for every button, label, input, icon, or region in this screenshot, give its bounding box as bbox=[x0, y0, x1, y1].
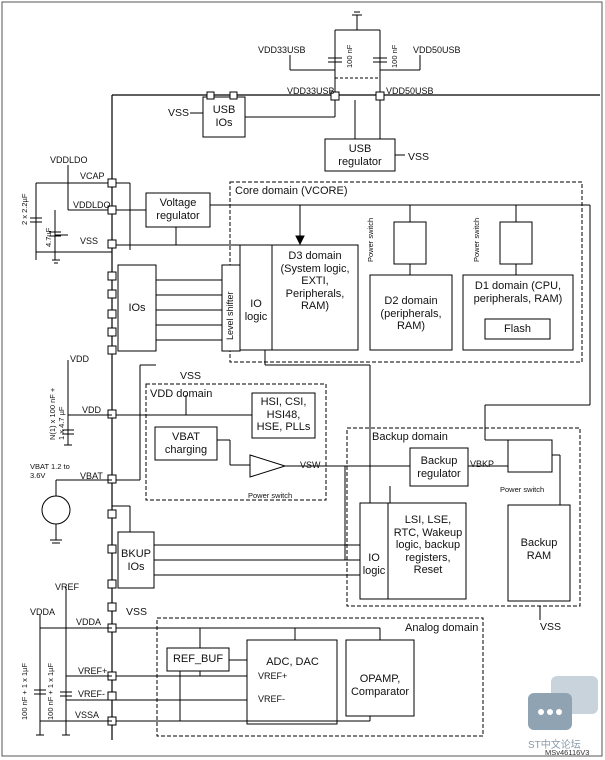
level-shifter-label: Level shifter bbox=[225, 291, 235, 340]
vdd-caps-label: N(1) x 100 nF + 1 x 4.7 µF bbox=[48, 387, 66, 440]
vbat-pin-label: VBAT bbox=[80, 471, 103, 481]
opamp-block: OPAMP, Comparator bbox=[350, 673, 410, 698]
vddldo-top-label: VDDLDO bbox=[50, 155, 88, 165]
vss-bkup-label: VSS bbox=[126, 606, 148, 618]
backup-domain-title: Backup domain bbox=[372, 431, 448, 443]
ios-block: IOs bbox=[128, 302, 146, 314]
vdda-pin-label: VDDA bbox=[76, 617, 102, 627]
cap-right-label: 100 nF bbox=[390, 44, 399, 68]
vss-backup-label: VSS bbox=[540, 621, 562, 633]
d1-domain-block: D1 domain (CPU, peripherals, RAM) bbox=[473, 280, 563, 305]
vdd33usb-top-label: VDD33USB bbox=[258, 45, 306, 55]
bkup-ios-block: BKUP IOs bbox=[121, 548, 151, 573]
lse-block: LSI, LSE, RTC, Wakeup logic, backup regi… bbox=[393, 514, 463, 576]
vcap-label: VCAP bbox=[80, 171, 105, 181]
usb-regulator-block: USB regulator bbox=[338, 143, 382, 168]
vss-vdd-domain-label: VSS bbox=[180, 370, 202, 382]
power-switch-d1-label: Power switch bbox=[472, 217, 481, 262]
backup-ram-block: Backup RAM bbox=[520, 537, 558, 562]
io-logic-core-block: IO logic bbox=[244, 298, 268, 323]
vddldo-pin-label: VDDLDO bbox=[73, 200, 111, 210]
adc-dac-block: ADC, DAC bbox=[266, 656, 319, 668]
cap-47-label: 4.7µF bbox=[44, 227, 53, 247]
vdd-pin-label: VDD bbox=[82, 405, 102, 415]
vss-usb-label: VSS bbox=[168, 107, 190, 119]
forum-logo-icon bbox=[528, 676, 598, 730]
vss-usbreg-label: VSS bbox=[408, 151, 430, 163]
vsw-label: VSW bbox=[300, 460, 321, 470]
vdd33usb-bus-label: VDD33USB bbox=[287, 86, 335, 96]
cap-2x22-label: 2 x 2.2µF bbox=[20, 193, 29, 225]
vbat-charging-block: VBAT charging bbox=[164, 431, 208, 456]
vdd50usb-bus-label: VDD50USB bbox=[386, 86, 434, 96]
cap-left-label: 100 nF bbox=[345, 44, 354, 68]
vref-minus-in-label: VREF- bbox=[258, 694, 285, 704]
caps-vref-label: 100 nF + 1 x 1µF bbox=[46, 662, 55, 720]
ref-buf-block: REF_BUF bbox=[172, 653, 224, 665]
core-domain-title: Core domain (VCORE) bbox=[235, 185, 348, 197]
vbat-range-label: VBAT 1.2 to 3.6V bbox=[30, 462, 70, 480]
voltage-regulator-block: Voltage regulator bbox=[156, 197, 200, 222]
vref-plus-pin-label: VREF+ bbox=[78, 666, 108, 676]
caps-vdda-label: 100 nF + 1 x 1µF bbox=[20, 662, 29, 720]
analog-domain-title: Analog domain bbox=[405, 622, 479, 634]
vdda-top-label: VDDA bbox=[30, 607, 56, 617]
usb-ios-block: USB IOs bbox=[212, 104, 236, 129]
watermark-text: ST中文论坛 bbox=[528, 740, 581, 751]
power-switch-backup-label: Power switch bbox=[500, 485, 545, 494]
vbkp-label: VBKP bbox=[470, 459, 495, 469]
vref-plus-in-label: VREF+ bbox=[258, 671, 288, 681]
vdd-domain-title: VDD domain bbox=[150, 388, 213, 400]
backup-regulator-block: Backup regulator bbox=[417, 455, 461, 480]
figure-id: MSv46116V3 bbox=[545, 748, 590, 757]
vdd50usb-top-label: VDD50USB bbox=[413, 45, 461, 55]
d3-domain-block: D3 domain (System logic, EXTI, Periphera… bbox=[280, 250, 350, 312]
vref-label: VREF bbox=[55, 582, 80, 592]
d2-domain-block: D2 domain (peripherals, RAM) bbox=[380, 295, 442, 332]
power-switch-vdd-label: Power switch bbox=[248, 491, 293, 500]
vss-pin-label: VSS bbox=[80, 236, 99, 246]
vssa-pin-label: VSSA bbox=[75, 710, 100, 720]
vref-minus-pin-label: VREF- bbox=[78, 689, 105, 699]
power-switch-d2-label: Power switch bbox=[366, 217, 375, 262]
hsi-block: HSI, CSI, HSI48, HSE, PLLs bbox=[256, 396, 311, 433]
vdd-top-label: VDD bbox=[70, 354, 90, 364]
flash-block: Flash bbox=[504, 323, 531, 335]
io-logic-backup-block: IO logic bbox=[362, 552, 386, 577]
